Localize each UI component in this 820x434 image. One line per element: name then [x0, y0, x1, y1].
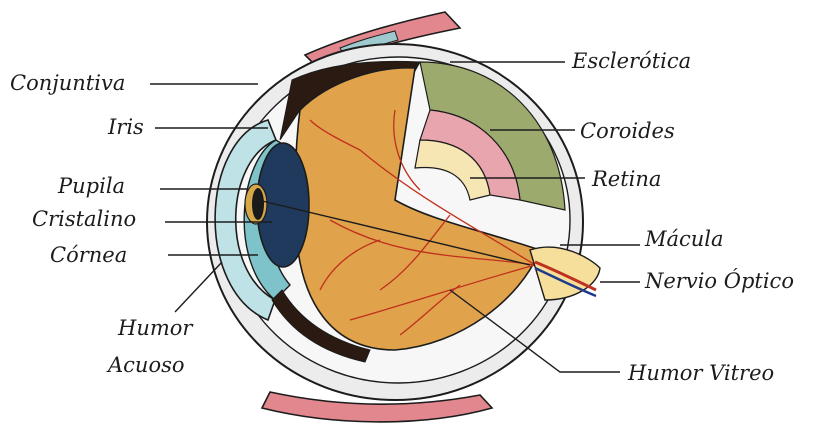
label-coroides: Coroides: [580, 119, 675, 143]
leader-humor-acuoso: [175, 262, 222, 312]
label-esclerotica: Esclerótica: [571, 49, 691, 73]
label-cornea: Córnea: [50, 243, 127, 267]
label-humor-vitreo: Humor Vitreo: [627, 361, 774, 385]
label-humor-acuoso-line2: Acuoso: [106, 353, 185, 377]
label-nervio-optico: Nervio Óptico: [644, 268, 794, 293]
label-macula: Mácula: [644, 227, 724, 251]
label-iris: Iris: [107, 115, 144, 139]
label-humor-acuoso-line1: Humor: [117, 316, 194, 340]
pupil-inner: [252, 188, 264, 220]
label-pupila: Pupila: [57, 174, 125, 198]
label-cristalino: Cristalino: [32, 207, 136, 231]
label-retina: Retina: [591, 167, 661, 191]
label-conjuntiva: Conjuntiva: [10, 71, 125, 95]
